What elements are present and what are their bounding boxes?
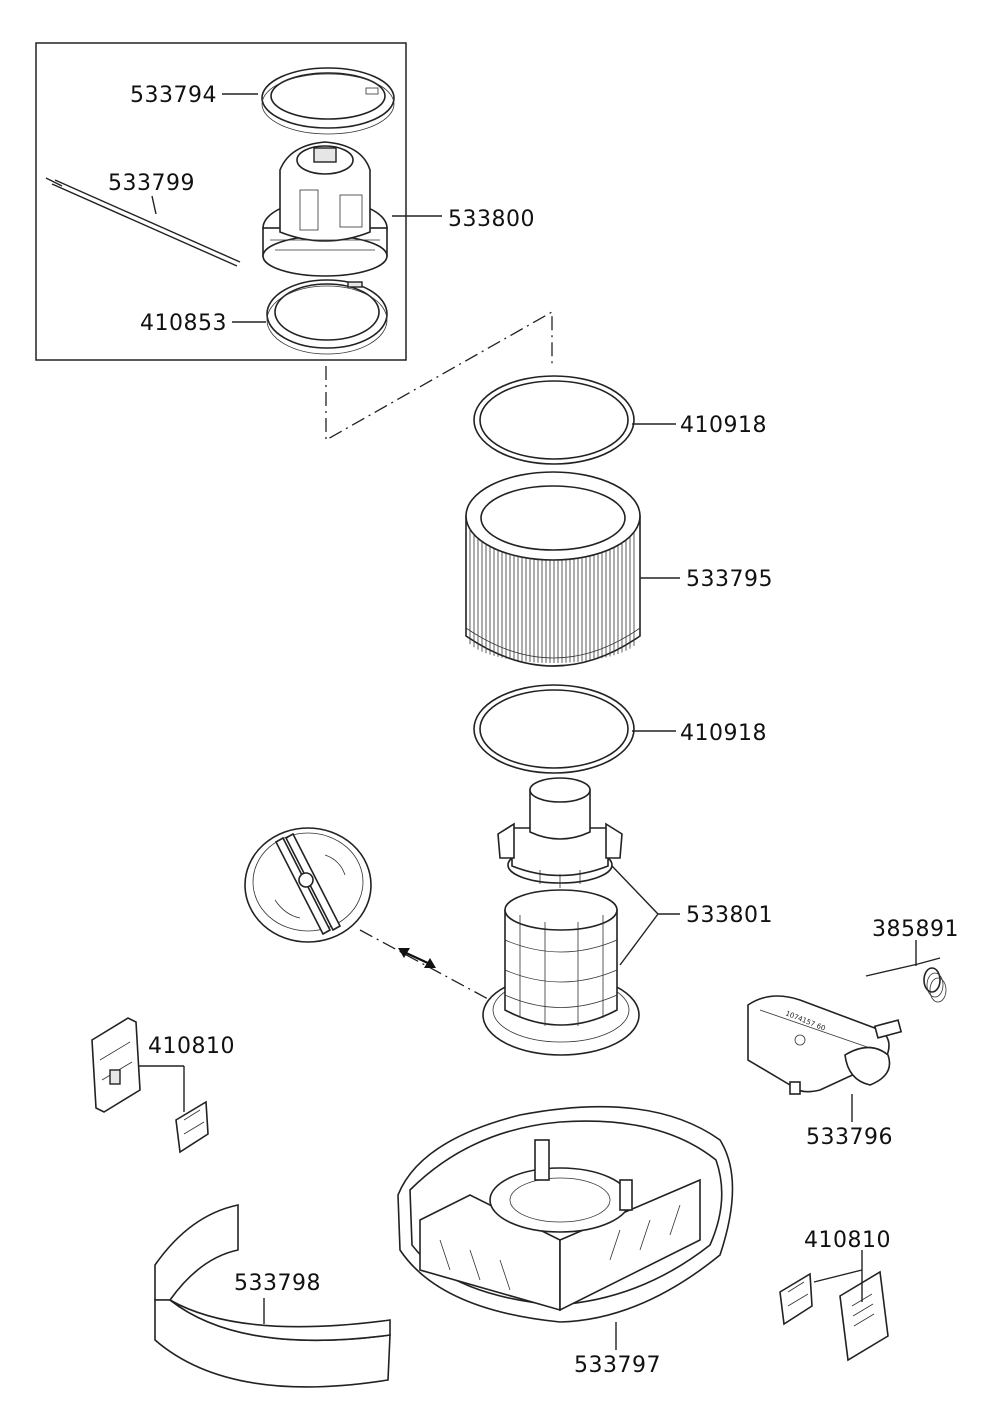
lower-ring-part <box>266 279 388 355</box>
label-housing: 533797 <box>574 1353 661 1378</box>
label-seal-ring: 533794 <box>130 83 217 108</box>
double-arrow-icon <box>398 948 436 968</box>
clip-bracket-left-part <box>91 1017 141 1113</box>
clip-latch-right-part <box>779 1272 813 1326</box>
gasket-bottom-part <box>473 684 635 774</box>
seal-ring-part <box>261 67 395 135</box>
label-float-cage: 533801 <box>686 903 773 928</box>
label-cover-plate: 533796 <box>806 1125 893 1150</box>
float-cap-part <box>497 777 623 888</box>
cartridge-filter-part <box>465 471 641 667</box>
clip-bracket-right-part <box>839 1270 889 1362</box>
label-gasket-bottom: 410918 <box>680 721 767 746</box>
cable-part <box>45 177 241 267</box>
housing-part <box>397 1105 734 1323</box>
gasket-top-part <box>473 375 635 465</box>
label-gasket-top: 410918 <box>680 413 767 438</box>
float-cage-part <box>482 889 640 1056</box>
cover-plate-part: 1074157 60 <box>747 995 903 1095</box>
motor-unit-part <box>262 141 388 277</box>
assembly-link-line <box>325 310 553 442</box>
label-spring: 385891 <box>872 917 959 942</box>
spring-part <box>865 957 947 1003</box>
label-clip-left: 410810 <box>148 1034 235 1059</box>
clip-latch-left-part <box>175 1100 209 1154</box>
label-lower-ring: 410853 <box>140 311 227 336</box>
label-cartridge-filter: 533795 <box>686 567 773 592</box>
motor-assembly-frame <box>35 42 407 361</box>
round-lid-part <box>244 827 372 943</box>
label-cable: 533799 <box>108 171 195 196</box>
label-clip-right: 410810 <box>804 1228 891 1253</box>
lid-axis-line <box>359 929 491 1001</box>
label-bumper: 533798 <box>234 1271 321 1296</box>
bumper-part <box>154 1204 391 1388</box>
leader-lines <box>138 93 917 1350</box>
label-motor-unit: 533800 <box>448 207 535 232</box>
